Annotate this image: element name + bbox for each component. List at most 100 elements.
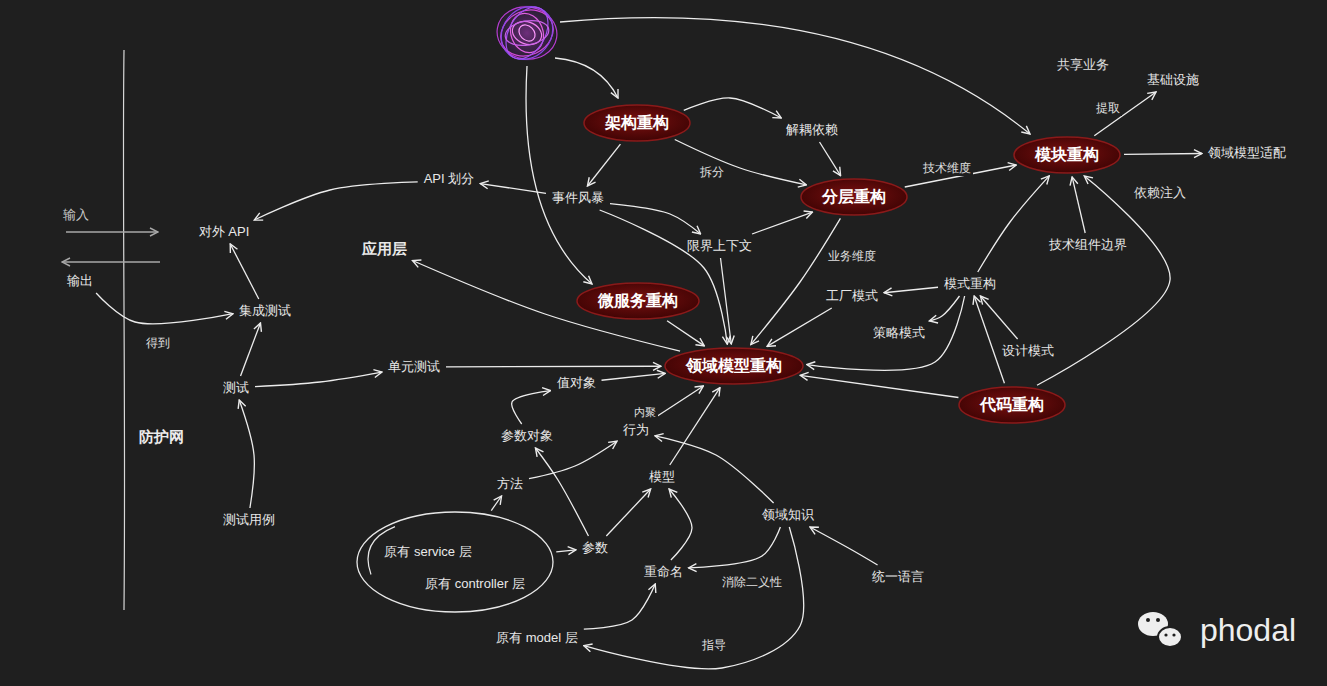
layer-heading: 应用层 — [360, 239, 409, 259]
ellipse-fill — [665, 348, 803, 384]
flow-arrow — [807, 296, 965, 370]
node-text: 单元测试 — [388, 359, 440, 375]
concept-text: 输出 — [65, 272, 95, 290]
flow-arrow — [555, 58, 618, 98]
output-arrow — [62, 261, 160, 262]
node-text: 方法 — [497, 476, 523, 492]
concept-text: 工厂模式 — [824, 287, 880, 305]
node-text: 输出 — [67, 273, 93, 289]
flow-arrow — [600, 210, 728, 344]
node-text: 限界上下文 — [687, 238, 752, 254]
flow-arrow — [241, 323, 261, 376]
concept-text: 测试用例 — [221, 511, 277, 529]
flow-arrow — [556, 550, 576, 552]
concept-text: 集成测试 — [237, 302, 293, 320]
node-text: 微服务重构 — [598, 291, 678, 311]
flow-arrow — [684, 98, 781, 118]
section-heading: 防护网 — [137, 428, 186, 446]
refactor-ellipse: 架构重构 — [583, 104, 691, 142]
concept-text: 重命名 — [642, 563, 685, 581]
node-text: 模型 — [649, 469, 675, 485]
flow-arrow — [654, 386, 703, 418]
node-text: 分层重构 — [822, 187, 886, 207]
flow-arrow — [610, 204, 701, 234]
concept-text: 限界上下文 — [685, 237, 754, 255]
concept-text: 领域模型适配 — [1206, 144, 1288, 162]
divider-line — [123, 50, 124, 610]
wechat-icon — [1138, 612, 1182, 647]
refactor-ellipse: 分层重构 — [800, 178, 908, 216]
node-text: 统一语言 — [872, 569, 924, 585]
node-text: 行为 — [623, 422, 649, 438]
ellipse-fill — [801, 179, 907, 215]
flow-arrow — [751, 218, 841, 344]
node-text: 测试用例 — [223, 512, 275, 528]
flow-arrow — [810, 527, 878, 565]
node-text: 模式重构 — [944, 276, 996, 292]
node-text: 原有 model 层 — [496, 630, 578, 646]
ellipse-fill — [584, 105, 690, 141]
ellipse-fill — [577, 283, 699, 319]
node-text: 原有 service 层 — [384, 544, 471, 560]
node-text: 设计模式 — [1002, 343, 1054, 359]
node-text: 应用层 — [362, 240, 407, 258]
concept-text: 对外 API — [197, 223, 252, 241]
concept-text: 参数对象 — [499, 427, 555, 445]
flow-arrow — [669, 489, 692, 560]
concept-text: 设计模式 — [1000, 342, 1056, 360]
concept-text: 方法 — [495, 475, 525, 493]
flow-arrow — [413, 261, 681, 352]
node-text: 基础设施 — [1147, 72, 1199, 88]
flow-arrow — [96, 293, 233, 324]
concept-text: 参数 — [580, 539, 610, 557]
refactor-ellipse: 代码重构 — [958, 386, 1066, 424]
flow-arrow — [587, 144, 620, 186]
concept-text: 基础设施 — [1145, 71, 1201, 89]
flow-arrow — [800, 375, 958, 397]
flow-arrow — [606, 489, 650, 536]
flow-arrow — [767, 308, 832, 346]
node-text: 测试 — [223, 380, 249, 396]
refactor-ellipse: 微服务重构 — [576, 282, 700, 320]
concept-text: 解耦依赖 — [784, 121, 840, 139]
node-text: 代码重构 — [980, 395, 1044, 415]
flow-arrow — [239, 400, 254, 508]
concept-text: 事件风暴 — [550, 189, 606, 207]
flow-arrow — [1072, 177, 1085, 233]
concept-text: 模型 — [647, 468, 677, 486]
loop-outline — [355, 510, 555, 614]
edge-label: 业务维度 — [826, 249, 878, 264]
flow-arrow — [584, 584, 655, 629]
flow-arrow — [584, 527, 804, 669]
flow-arrow — [254, 182, 417, 220]
edge-label: 指导 — [700, 638, 728, 653]
flow-arrow — [529, 441, 617, 479]
node-text: 对外 API — [199, 224, 250, 240]
flow-arrow — [1124, 153, 1202, 155]
edge-label: 拆分 — [698, 165, 726, 180]
concept-text: API 划分 — [422, 170, 477, 188]
flow-arrow — [721, 258, 732, 344]
flow-arrow — [689, 527, 781, 568]
concept-text: 技术组件边界 — [1047, 236, 1129, 254]
node-text: 事件风暴 — [552, 190, 604, 206]
flow-arrow — [535, 448, 588, 536]
concept-text: 模式重构 — [942, 275, 998, 293]
node-text: 参数 — [582, 540, 608, 556]
edge-label: 消除二义性 — [720, 575, 784, 590]
node-text: 原有 controller 层 — [425, 576, 525, 592]
refactor-ellipse: 模块重构 — [1013, 136, 1121, 174]
concept-text: 值对象 — [555, 374, 598, 392]
node-text: 技术组件边界 — [1049, 237, 1127, 253]
node-text: 架构重构 — [605, 113, 669, 133]
flow-arrow — [446, 366, 661, 368]
node-text: 模块重构 — [1035, 145, 1099, 165]
ellipse-fill — [1014, 137, 1120, 173]
flow-arrow — [974, 296, 1004, 383]
flow-arrow — [752, 212, 812, 234]
concept-text: 原有 model 层 — [494, 629, 580, 647]
node-text: 领域知识 — [762, 507, 814, 523]
